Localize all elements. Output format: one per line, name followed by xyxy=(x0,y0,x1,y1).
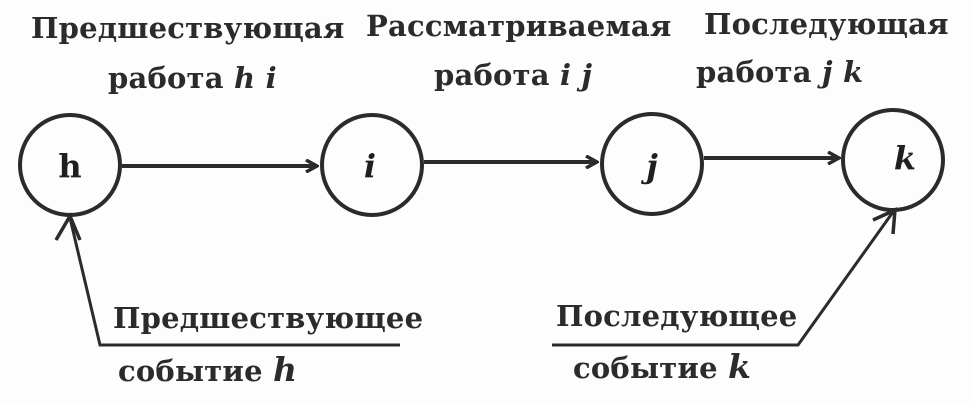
curr-work-variables: i j xyxy=(560,58,593,92)
next-work-subtitle: работа j k xyxy=(696,58,863,87)
node-h-label: h xyxy=(58,147,82,185)
prev-event-subtitle-text: событие xyxy=(118,354,263,388)
next-work-subtitle-text: работа xyxy=(696,55,812,89)
node-k-label: k xyxy=(893,139,917,177)
next-event-pointer xyxy=(552,211,895,347)
next-work-title: Последующая xyxy=(704,7,949,41)
node-j-label: j xyxy=(646,147,658,185)
prev-event-title: Предшествующее xyxy=(113,301,424,335)
curr-work-title: Рассматриваемая xyxy=(366,9,672,43)
next-event-arrowhead xyxy=(872,207,897,235)
next-event-variable: k xyxy=(728,347,752,386)
node-i xyxy=(320,113,424,217)
node-j xyxy=(600,112,704,216)
prev-event-pointer xyxy=(68,217,400,347)
next-event-subtitle: событие k xyxy=(573,350,751,383)
prev-event-arrowhead xyxy=(54,212,82,241)
next-event-title: Последующее xyxy=(556,299,798,333)
prev-work-variables: h i xyxy=(234,61,277,95)
prev-work-subtitle-text: работа xyxy=(108,61,224,95)
curr-work-subtitle-text: работа xyxy=(434,58,550,92)
prev-event-subtitle: событие h xyxy=(118,353,297,386)
next-work-variables: j k xyxy=(822,55,864,89)
next-event-subtitle-text: событие xyxy=(573,351,718,385)
node-i-label: i xyxy=(363,147,377,185)
prev-work-title: Предшествующая xyxy=(31,11,345,45)
curr-work-subtitle: работа i j xyxy=(434,61,592,90)
prev-work-subtitle: работа h i xyxy=(108,64,277,93)
prev-event-variable: h xyxy=(273,350,298,389)
